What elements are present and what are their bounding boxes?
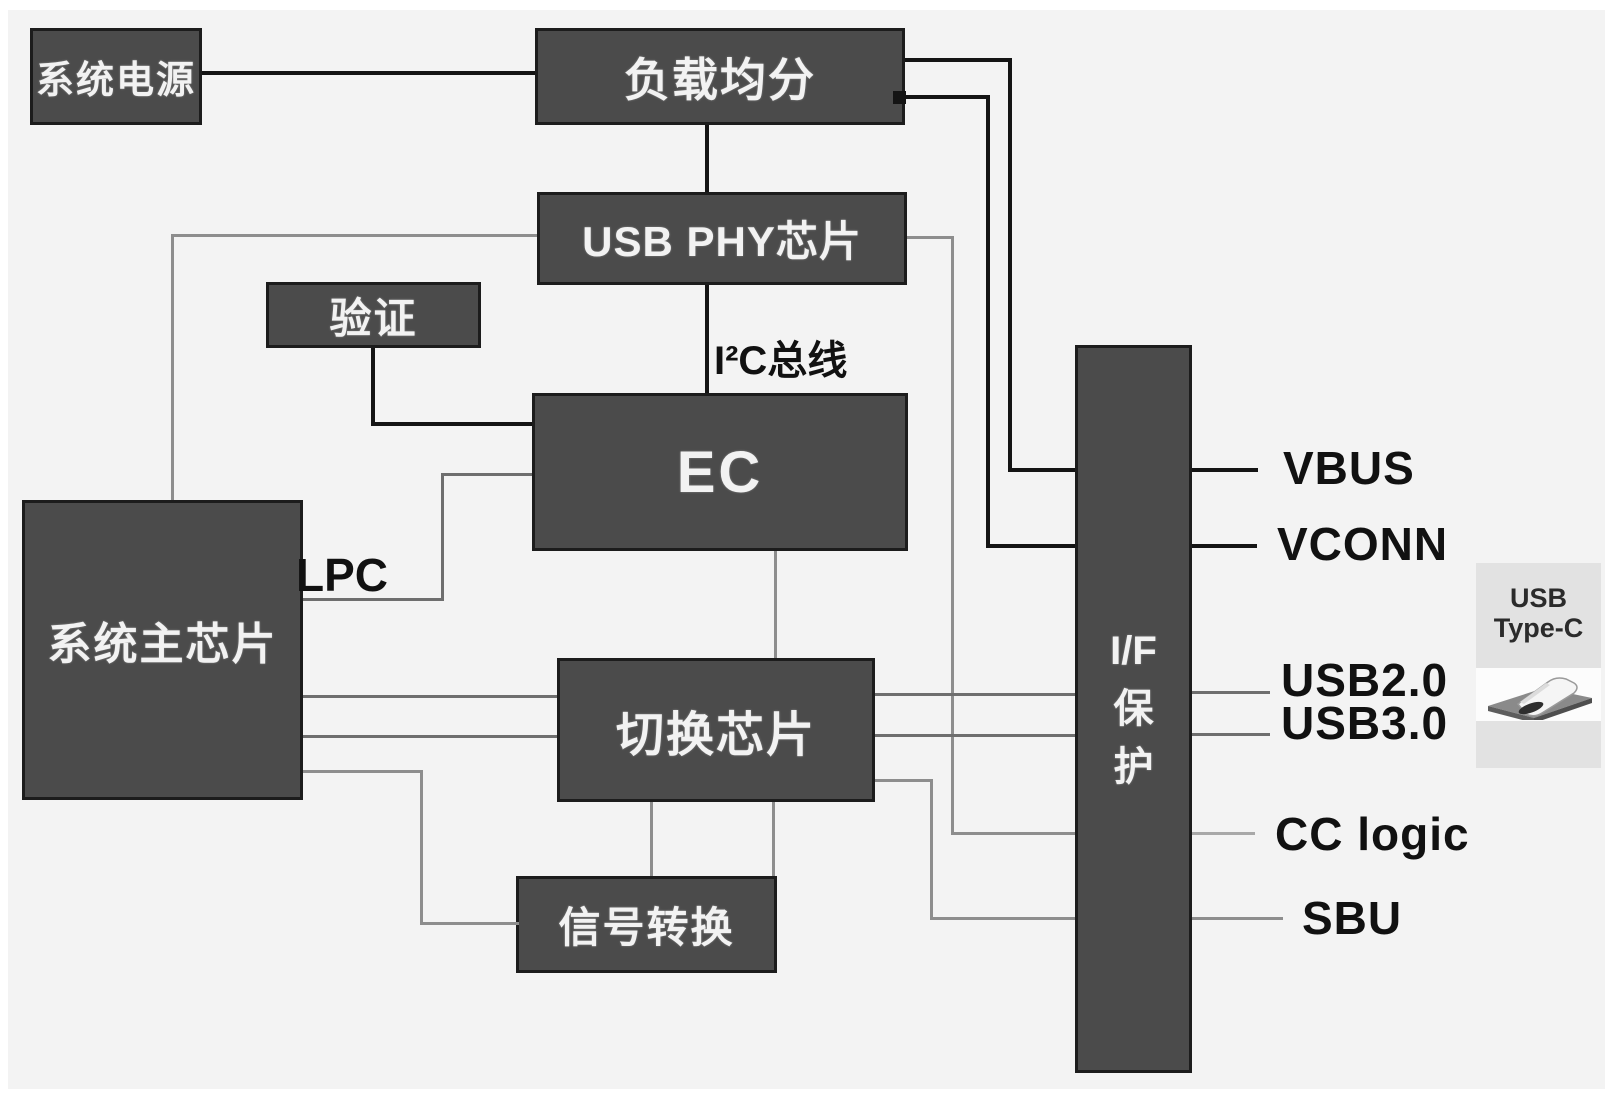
wire-sbu-stub [1192,917,1283,920]
wire-mainchip-to-switch-2 [303,735,557,738]
if-protection-line3: 护 [1114,745,1154,789]
wire-ec-to-switchchip [774,551,777,658]
wire-vconn-seg-v [986,95,990,548]
wire-vconn-seg-h2 [986,544,1075,548]
wire-vbus-stub [1192,468,1258,472]
wire-switch-to-signal-1 [650,802,653,876]
wire-cclogic-stub [1192,832,1255,835]
wire-vbus-seg-h1 [905,58,1012,62]
block-system-power: 系统电源 [30,28,202,125]
block-switch-chip: 切换芯片 [557,658,875,802]
wire-mainchip-to-signal-seg-h2 [420,922,519,925]
if-protection-line2: 保 [1114,687,1154,731]
wire-sbu-seg-h2 [930,917,1075,920]
wire-sbu-seg-v [930,779,933,920]
wire-mainchip-to-signal-seg-v [420,770,423,925]
wire-power-to-loadbalance [202,71,535,75]
block-switch-chip-label: 切换芯片 [616,695,816,765]
wire-usb2-stub [1192,691,1270,694]
wire-phy-to-mainchip-seg-h [171,234,537,237]
wire-verify-to-ec-seg-h [371,422,532,426]
diagram-background: 系统电源 负载均分 USB PHY芯片 验证 EC 系统主芯片 切换芯片 信号转… [8,10,1605,1089]
block-signal-conv: 信号转换 [516,876,777,973]
wire-switch-to-if-usb3 [875,734,1075,737]
block-load-balance-label: 负载均分 [624,44,816,110]
wire-lpc-seg-v [441,473,444,601]
wire-phy-to-mainchip-seg-v [171,234,174,500]
wire-switch-to-signal-2 [772,802,775,876]
usb-type-c-title-line2: Type-C [1476,613,1601,643]
wire-cclogic-seg-h2 [951,832,1075,835]
block-signal-conv-label: 信号转换 [558,894,734,955]
wire-vconn-stub [1192,544,1257,548]
wire-usb3-stub [1192,733,1270,736]
block-usb-phy-label: USB PHY芯片 [582,208,862,269]
wire-mainchip-to-signal-seg-h1 [303,770,423,773]
port-label-cc-logic: CC logic [1275,808,1470,860]
label-lpc: LPC [296,548,388,602]
wire-loadbalance-to-phy [705,125,709,192]
block-verify: 验证 [266,282,481,348]
block-ec: EC [532,393,908,551]
usb-type-c-connector-icon [1476,668,1601,721]
label-i2c-bus: I²C总线 [714,328,847,386]
port-label-sbu: SBU [1302,892,1402,944]
usb-type-c-panel: USB Type-C [1476,563,1601,768]
wire-vconn-seg-h1 [900,95,990,99]
block-main-chip: 系统主芯片 [22,500,303,800]
wire-vbus-seg-h2 [1008,468,1075,472]
wire-lpc-seg-h1 [441,473,532,476]
port-label-vconn: VCONN [1277,518,1448,570]
if-protection-line1: I/F [1110,629,1157,673]
block-ec-label: EC [677,439,764,506]
usb-type-c-title: USB Type-C [1476,583,1601,643]
wire-i2c-phy-to-ec [705,285,709,393]
port-label-vbus: VBUS [1283,442,1415,494]
wire-switch-to-if-usb2 [875,693,1075,696]
block-verify-label: 验证 [329,285,417,346]
wire-cclogic-seg-h1 [907,236,954,239]
wire-sbu-seg-h1 [875,779,933,782]
block-if-protection: I/F 保 护 [1075,345,1192,1073]
wire-mainchip-to-switch-1 [303,695,557,698]
wire-cclogic-seg-v [951,236,954,835]
wire-vbus-seg-v [1008,58,1012,472]
block-main-chip-label: 系统主芯片 [48,608,278,672]
port-label-usb3: USB3.0 [1281,697,1448,749]
block-usb-phy: USB PHY芯片 [537,192,907,285]
block-load-balance: 负载均分 [535,28,905,125]
usb-type-c-title-line1: USB [1476,583,1601,613]
block-system-power-label: 系统电源 [36,49,196,104]
wire-verify-to-ec-seg-v [371,348,375,426]
